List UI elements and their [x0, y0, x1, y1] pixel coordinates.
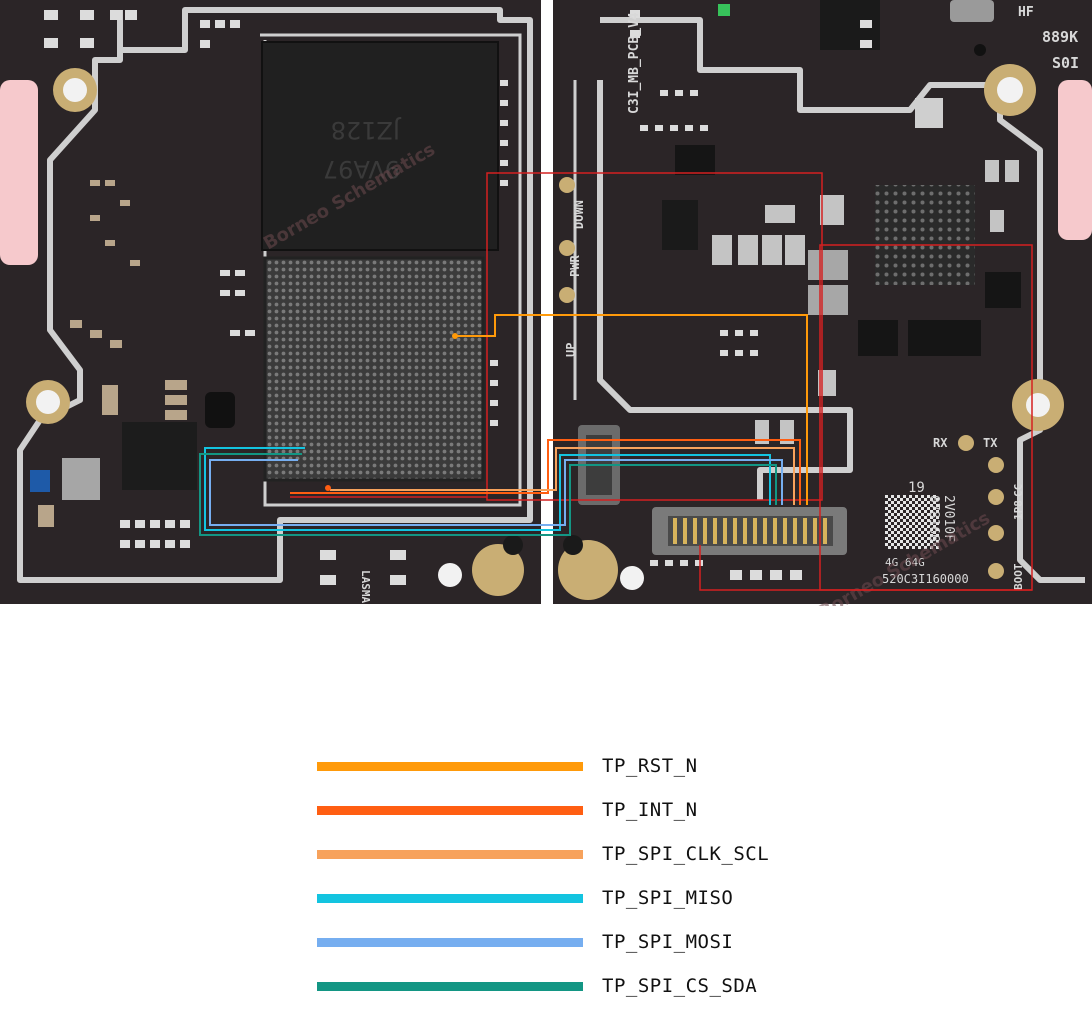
- pad-label-boot: BOOT: [1012, 563, 1025, 590]
- button-label-up: UP: [564, 343, 578, 357]
- sku-label: 520C3I160000: [882, 572, 969, 586]
- uart-tx-label: TX: [983, 436, 998, 450]
- serial-line-2: 2V010F: [941, 495, 956, 542]
- legend-swatch-tp-spi-clk-scl: [317, 849, 583, 859]
- button-label-pwr: PWR: [568, 255, 582, 277]
- legend-label-tp-spi-cs-sda: TP_SPI_CS_SDA: [602, 975, 758, 997]
- right-smd-pads: [630, 10, 872, 580]
- right-power-fets: [858, 272, 1021, 356]
- legend-label-tp-int-n: TP_INT_N: [602, 799, 698, 821]
- brand-mark: HF: [1018, 5, 1034, 20]
- pmic-chip: [122, 422, 197, 490]
- signal-traces: [199, 314, 808, 536]
- legend-swatch-tp-spi-cs-sda: [317, 981, 583, 991]
- right-inductors: [808, 250, 848, 315]
- left-silk-code: LASMA: [359, 570, 372, 603]
- legend-item-tp-spi-miso: TP_SPI_MISO: [317, 876, 837, 920]
- pcb-name-label: C3I_MB_PCB_V4: [627, 12, 642, 114]
- legend-swatch-tp-rst-n: [317, 761, 583, 771]
- memory-config-label: 4G 64G: [885, 556, 925, 569]
- cpu-qfn: [875, 185, 975, 285]
- soc-bga: [263, 256, 485, 482]
- pcb-board-illustration: JZ128 9VA97 LASMA: [0, 0, 1092, 606]
- legend-label-tp-spi-clk-scl: TP_SPI_CLK_SCL: [602, 843, 770, 865]
- legend-swatch-tp-spi-mosi: [317, 937, 583, 947]
- serial-line-3: 078166: [926, 495, 941, 542]
- legend-swatch-tp-spi-miso: [317, 893, 583, 903]
- chip-code-1: JZ128: [331, 116, 402, 144]
- legend-label-tp-rst-n: TP_RST_N: [602, 755, 698, 777]
- chip-code-2: 9VA97: [323, 155, 400, 183]
- left-passives: [38, 180, 187, 527]
- memory-chip: [261, 41, 499, 251]
- pad-label-1p8: 1P8: [1012, 500, 1025, 520]
- button-label-down: DOWN: [572, 200, 586, 229]
- top-code-label: 889K: [1042, 28, 1078, 46]
- legend-item-tp-spi-cs-sda: TP_SPI_CS_SDA: [317, 964, 837, 1008]
- test-pads: [559, 177, 1004, 579]
- qr-code: [885, 495, 939, 549]
- legend-item-tp-rst-n: TP_RST_N: [317, 744, 837, 788]
- pcb-photo: JZ128 9VA97 LASMA: [0, 0, 1092, 606]
- serial-line-1: 19: [908, 480, 925, 496]
- signal-legend: TP_RST_N TP_INT_N TP_SPI_CLK_SCL TP_SPI_…: [317, 744, 837, 1008]
- legend-swatch-tp-int-n: [317, 805, 583, 815]
- left-outline-trace: [17, 7, 533, 583]
- pad-label-cc: CC: [1012, 484, 1025, 497]
- legend-label-tp-spi-mosi: TP_SPI_MOSI: [602, 931, 734, 953]
- legend-item-tp-int-n: TP_INT_N: [317, 788, 837, 832]
- legend-item-tp-spi-mosi: TP_SPI_MOSI: [317, 920, 837, 964]
- top-code2-label: S0I: [1052, 54, 1079, 72]
- left-smd-pads: [44, 10, 508, 585]
- uart-rx-label: RX: [933, 436, 948, 450]
- legend-label-tp-spi-miso: TP_SPI_MISO: [602, 887, 734, 909]
- legend-item-tp-spi-clk-scl: TP_SPI_CLK_SCL: [317, 832, 837, 876]
